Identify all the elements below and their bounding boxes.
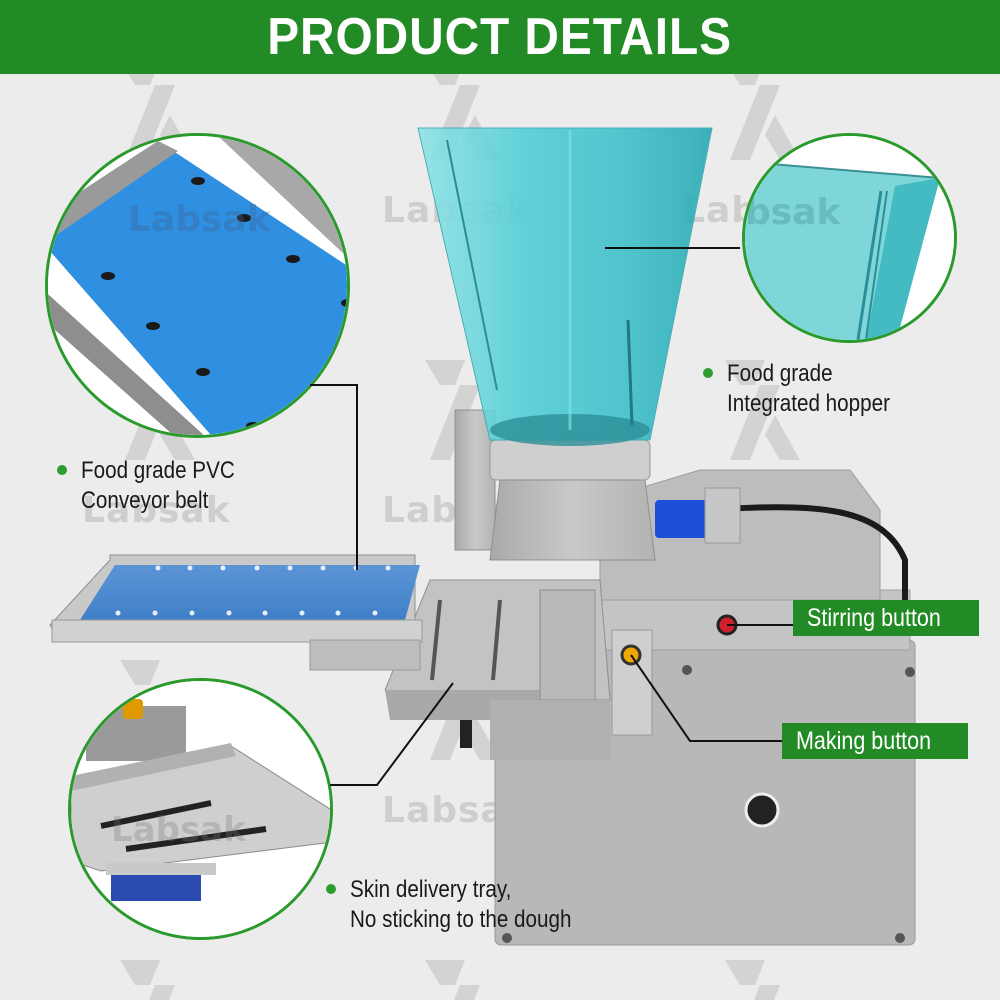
making-button-label: Making button bbox=[782, 723, 968, 759]
callout-hopper-line1: Food grade bbox=[727, 360, 833, 387]
callout-conveyor-line1: Food grade PVC bbox=[81, 457, 235, 484]
making-button-label-text: Making button bbox=[796, 727, 932, 755]
callout-tray-line2: No sticking to the dough bbox=[350, 906, 572, 933]
header-banner: PRODUCT DETAILS bbox=[0, 0, 1000, 74]
watermark-text: Labsak bbox=[111, 810, 247, 850]
conveyor-belt-zoom-circle: Labsak bbox=[45, 133, 350, 438]
bullet-dot-icon bbox=[703, 368, 713, 378]
callout-hopper-line2: Integrated hopper bbox=[727, 390, 890, 417]
stirring-button-label-text: Stirring button bbox=[807, 604, 941, 632]
hopper-closeup-image: bsak bbox=[745, 136, 954, 340]
stirring-button-label: Stirring button bbox=[793, 600, 979, 636]
watermark-text: bsak bbox=[745, 192, 841, 233]
page-title: PRODUCT DETAILS bbox=[267, 8, 733, 66]
watermark-text: Labsak bbox=[128, 199, 272, 240]
bullet-dot-icon bbox=[326, 884, 336, 894]
bullet-dot-icon bbox=[57, 465, 67, 475]
callout-hopper: Food grade Integrated hopper bbox=[703, 359, 916, 419]
hopper-zoom-circle: bsak bbox=[742, 133, 957, 343]
callout-tray-line1: Skin delivery tray, bbox=[350, 876, 512, 903]
callout-conveyor-line2: Conveyor belt bbox=[81, 487, 209, 514]
callout-delivery-tray: Skin delivery tray, No sticking to the d… bbox=[326, 875, 608, 935]
delivery-tray-zoom-circle: Labsak bbox=[68, 678, 333, 940]
callout-conveyor-belt: Food grade PVC Conveyor belt bbox=[57, 456, 260, 516]
delivery-tray-closeup-image: Labsak bbox=[71, 681, 330, 937]
